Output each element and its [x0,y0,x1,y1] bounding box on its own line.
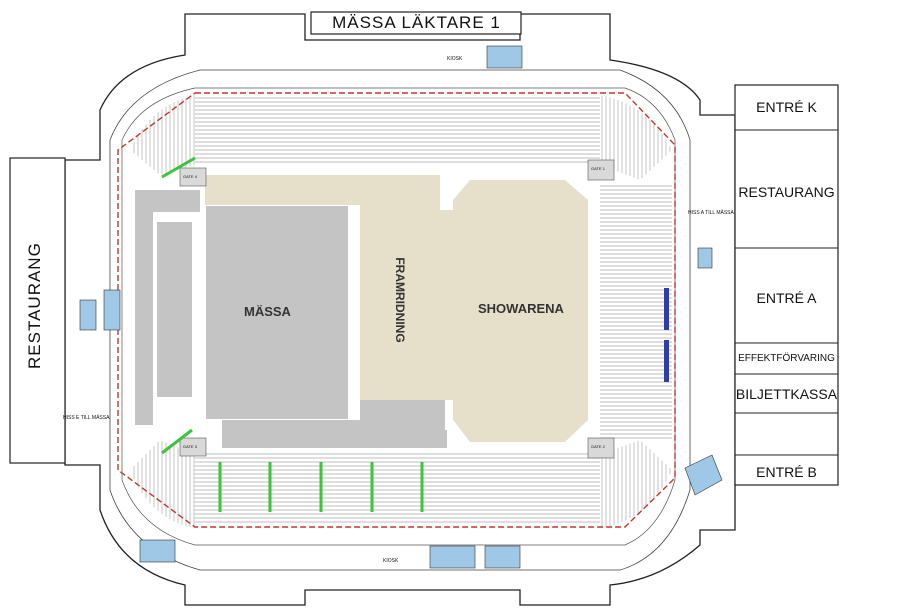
kiosk-bottom-mid2 [484,545,521,569]
corner-stand-tl [130,95,195,175]
kiosk-bottom-label: KIOSK [383,558,399,564]
massa-strip-1 [135,190,153,425]
kiosk-left-1 [79,299,97,331]
green-ramp-tl [161,156,196,179]
right-wing [734,84,839,486]
hiss-left-label: HISS E TILL MÄSSA [63,415,110,421]
restaurang-left-block [9,157,66,464]
kiosk-bottom-mid [429,545,476,569]
framridning-lower [360,240,440,405]
kiosk-bottom-left [139,539,176,563]
framridning-link-b [434,355,459,375]
top-stand [195,95,600,165]
inner-concourse [109,69,691,571]
kiosk-right-mid [697,247,713,269]
hiss-right-label: HISS A TILL MÄSSA [688,210,734,216]
corner-stand-bl [130,440,195,528]
kiosk-top-right [486,45,523,69]
blue-barrier-right-1 [664,288,669,330]
entre-a-label: ENTRÉ A [756,290,817,306]
green-ramp-bl [161,428,193,455]
fence-line [117,92,676,528]
gate-1-label: GATE 1 [591,166,605,171]
massa-main [206,206,348,419]
restaurang-left-label: RESTAURANG [25,242,44,369]
gate-2-block [587,437,615,459]
massa-label: MÄSSA [244,304,291,319]
gate-3-block [179,437,207,457]
title-box [310,11,522,35]
framridning-link-a [434,230,459,250]
restaurang-right-label: RESTAURANG [738,184,835,200]
entre-b-label: ENTRÉ B [756,464,817,480]
biljettkassa-label: BILJETTKASSA [735,386,838,402]
blue-barrier-right-2 [664,340,669,382]
massa-bottom [222,400,445,430]
showarena-label: SHOWARENA [478,301,564,316]
framridning-label: FRAMRIDNING [393,257,407,343]
kiosk-right [684,454,723,496]
kiosk-left-2 [103,289,121,331]
gate-3-label: GATE 3 [183,444,197,449]
gate-4-label: GATE 4 [183,174,197,179]
corner-stand-br [600,440,672,528]
massa-strip-2 [157,222,192,397]
gate-1-block [587,159,615,181]
massa-strip-top [135,190,200,212]
showarena-floor [453,180,588,442]
map-title: MÄSSA LÄKTARE 1 [332,13,501,32]
bottom-stand [190,452,600,524]
kiosk-top-label: KIOSK [447,56,463,62]
gate-2-label: GATE 2 [591,444,605,449]
effektforvaring-label: EFFEKTFÖRVARING [738,353,835,364]
gate-4-block [179,167,207,187]
entre-k-label: ENTRÉ K [756,99,817,115]
right-stand [600,185,672,440]
stands-outline [121,87,676,546]
massa-bottom-bar [222,430,447,448]
corner-stand-tr [600,95,672,180]
